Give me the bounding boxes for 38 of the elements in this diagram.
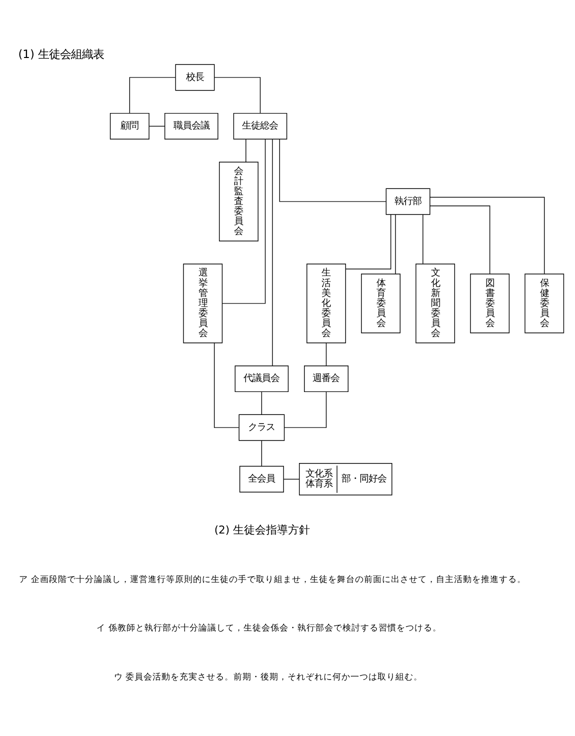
- node-box: 代議員会: [234, 366, 289, 392]
- connector: [272, 139, 273, 366]
- connector: [430, 206, 490, 274]
- node-box: 保健委員会: [524, 274, 564, 334]
- node-box: 生活美化委員会: [306, 264, 346, 344]
- node-box: 会計監査委員会: [218, 162, 258, 242]
- connector: [395, 214, 396, 274]
- node-box: 生徒総会: [233, 112, 288, 140]
- connector: [214, 77, 261, 114]
- node-box: クラス: [238, 414, 285, 441]
- connector: [261, 391, 262, 415]
- node-box: 文化新聞委員会: [416, 264, 456, 344]
- node-box: 図書委員会: [470, 274, 510, 334]
- connector: [326, 342, 327, 366]
- node-box: 全会員: [239, 466, 284, 492]
- connector: [129, 77, 176, 114]
- node-box: 体育委員会: [361, 274, 400, 334]
- connector: [279, 138, 386, 202]
- connector: [430, 196, 545, 274]
- connector: [148, 126, 166, 127]
- label: (2) 生徒会指導方針: [214, 523, 310, 536]
- connector: [261, 440, 262, 466]
- node-box: 週番会: [304, 366, 348, 392]
- label: イ 係教師と執行部が十分論議して，生徒会係会・執行部会で検討する習慣をつける。: [96, 624, 442, 634]
- node-box: 執行部: [386, 188, 430, 215]
- connector: [284, 391, 327, 428]
- node-box: 職員会議: [164, 112, 218, 140]
- diagram-title: (1) 生徒会組織表: [18, 46, 104, 61]
- node-box: 校長: [175, 64, 215, 91]
- node-box: 選挙管理委員会: [183, 264, 223, 344]
- connector: [422, 214, 424, 264]
- connector: [345, 214, 392, 270]
- node-box: 顧問: [110, 112, 150, 140]
- connector: [283, 478, 300, 480]
- label: ウ 委員会活動を充実させる。前期・後期，それぞれに何か一つは取り組む。: [114, 672, 423, 682]
- connector: [214, 342, 240, 428]
- label: ア 企画段階で十分論議し，運営進行等原則的に生徒の手で取り組ませ，生徒を舞台の前面に出させて，自主活動を推進する。: [19, 574, 526, 585]
- connector: [222, 138, 266, 304]
